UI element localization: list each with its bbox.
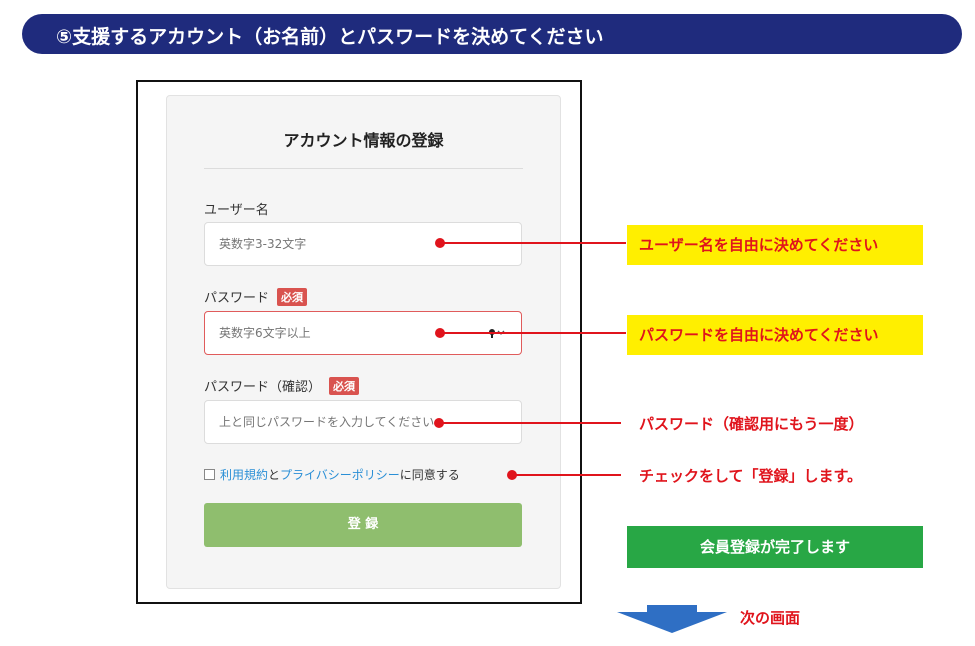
pointer-line-password-confirm (439, 422, 621, 424)
callout-password: パスワードを自由に決めてください (627, 315, 923, 355)
password-visibility-toggle[interactable] (488, 327, 506, 341)
terms-link[interactable]: 利用規約 (220, 468, 269, 482)
password-label-text: パスワード (204, 291, 270, 306)
agree-and: と (268, 468, 281, 482)
password-label: パスワード必須 (204, 287, 308, 306)
required-badge: 必須 (329, 377, 360, 395)
username-input[interactable] (204, 222, 522, 266)
password-confirm-label: パスワード（確認） 必須 (204, 376, 360, 395)
banner-title: ⑤支援するアカウント（お名前）とパスワードを決めてください (56, 26, 604, 48)
required-badge: 必須 (277, 288, 308, 306)
username-label: ユーザー名 (204, 203, 269, 218)
callout-username: ユーザー名を自由に決めてください (627, 225, 923, 265)
pointer-line-agree (512, 474, 621, 476)
register-button[interactable]: 登 録 (204, 503, 522, 547)
callout-password-confirm: パスワード（確認用にもう一度） (639, 415, 864, 433)
password-confirm-label-text: パスワード（確認） (204, 380, 322, 395)
pointer-line-username (440, 242, 626, 244)
privacy-link[interactable]: プライバシーポリシー (280, 468, 400, 482)
form-divider (204, 168, 523, 169)
pointer-line-password (440, 332, 626, 334)
section-banner: ⑤支援するアカウント（お名前）とパスワードを決めてください (22, 14, 962, 54)
down-arrow-icon (617, 605, 727, 633)
next-screen-label: 次の画面 (740, 609, 801, 627)
agree-checkbox[interactable] (204, 469, 215, 480)
agree-row: 利用規約とプライバシーポリシーに同意する (204, 466, 460, 483)
complete-banner: 会員登録が完了します (627, 526, 923, 568)
agree-suffix: に同意する (399, 468, 460, 482)
form-title: アカウント情報の登録 (283, 131, 444, 150)
callout-agree: チェックをして「登録」します。 (639, 467, 863, 485)
